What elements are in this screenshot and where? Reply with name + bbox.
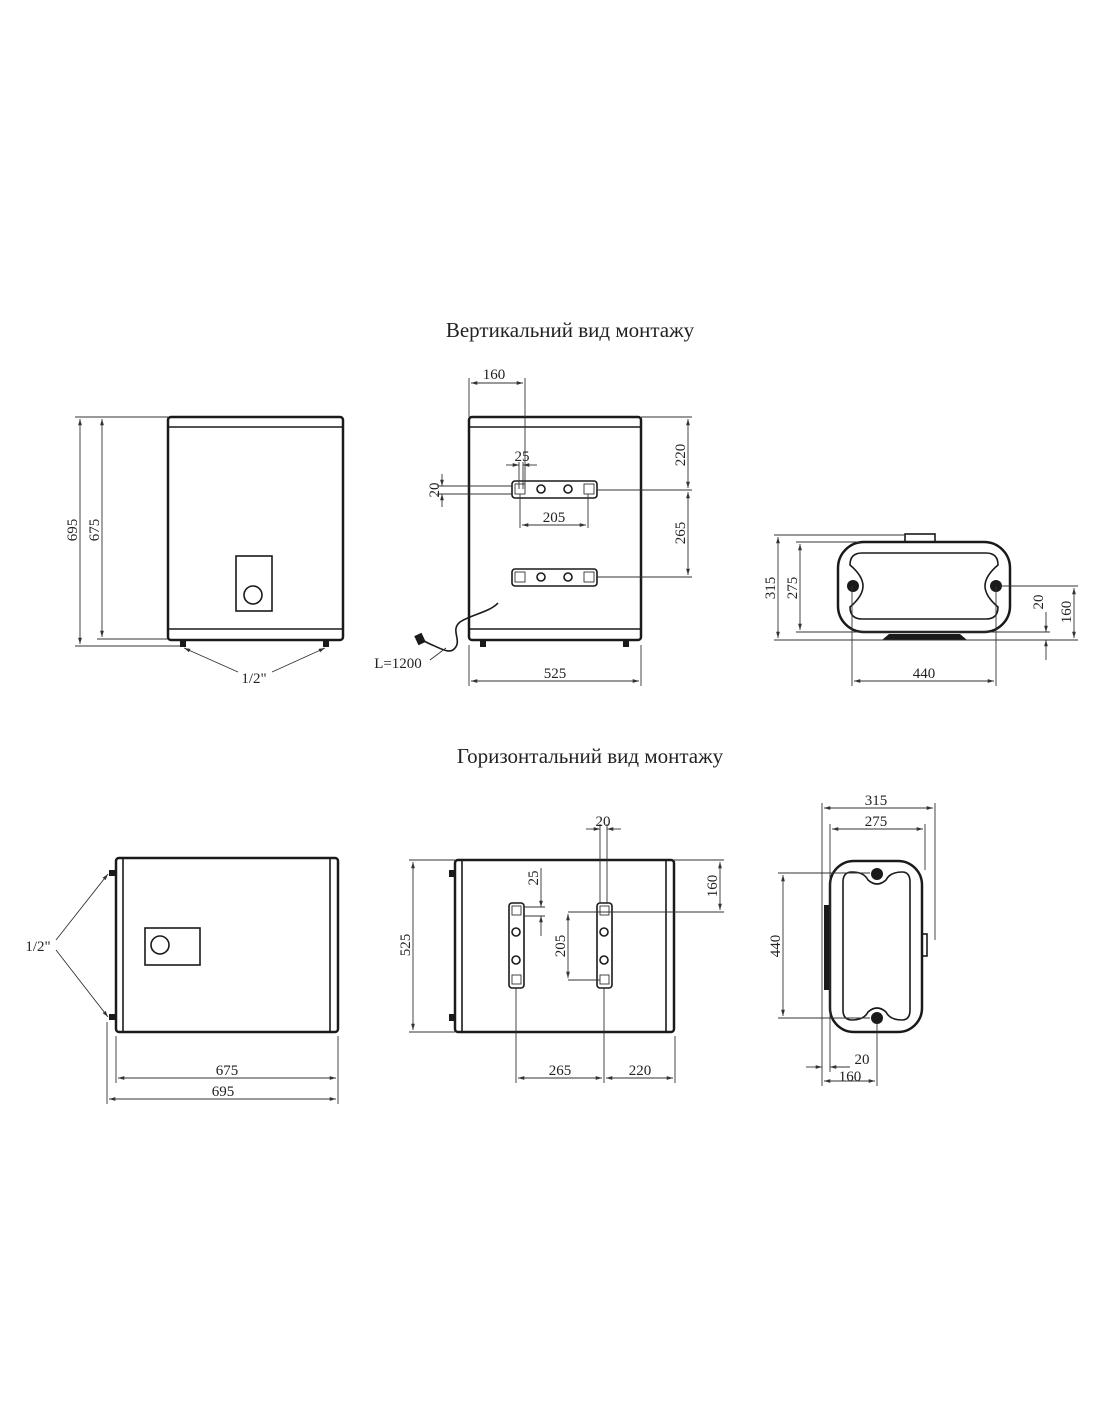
dim-315: 315 xyxy=(865,793,888,809)
dim-265: 265 xyxy=(673,522,689,545)
dim-675: 675 xyxy=(87,519,103,542)
dim-315: 315 xyxy=(763,577,779,600)
dim-20: 20 xyxy=(427,483,443,498)
dim-695: 695 xyxy=(212,1084,235,1100)
plug-icon xyxy=(414,632,426,646)
cable-length-label: L=1200 xyxy=(374,656,422,672)
horizontal-back-view: 20 525 160 25 205 265 220 xyxy=(398,814,724,1083)
dim-160: 160 xyxy=(705,875,721,898)
dim-525: 525 xyxy=(398,934,414,957)
control-panel xyxy=(235,555,273,612)
dim-160: 160 xyxy=(1059,601,1075,624)
mount-hole-icon xyxy=(847,580,859,592)
vertical-front-view: 695 675 1/2" xyxy=(65,415,345,687)
dim-525: 525 xyxy=(544,666,567,682)
dim-205: 205 xyxy=(553,935,569,958)
title-horizontal: Горизонтальний вид монтажу xyxy=(457,744,724,768)
mount-hole-icon xyxy=(871,1012,883,1024)
dim-20: 20 xyxy=(1031,595,1047,610)
dim-440: 440 xyxy=(768,935,784,958)
vertical-top-view: 315 275 440 20 160 xyxy=(763,533,1078,686)
vertical-back-view: L=1200 160 25 20 205 220 265 525 xyxy=(374,367,692,686)
dim-275: 275 xyxy=(865,814,888,830)
title-vertical: Вертикальний вид монтажу xyxy=(446,318,695,342)
dim-265: 265 xyxy=(549,1063,572,1079)
bracket-right xyxy=(596,902,613,989)
thermostat-knob-icon xyxy=(150,935,170,955)
thermostat-knob-icon xyxy=(243,585,263,605)
dim-25: 25 xyxy=(526,871,542,886)
bracket-left xyxy=(508,902,525,989)
dim-20: 20 xyxy=(596,814,611,830)
dim-220: 220 xyxy=(673,444,689,467)
thread-label: 1/2" xyxy=(241,671,266,687)
power-cable xyxy=(421,602,499,652)
thread-label: 1/2" xyxy=(25,939,50,955)
dim-220: 220 xyxy=(629,1063,652,1079)
horizontal-side-view: 315 275 440 20 160 xyxy=(768,793,936,1086)
dim-275: 275 xyxy=(785,577,801,600)
mount-hole-icon xyxy=(871,868,883,880)
dim-160: 160 xyxy=(839,1069,862,1085)
dim-675: 675 xyxy=(216,1063,239,1079)
control-panel xyxy=(144,927,201,966)
dim-20: 20 xyxy=(855,1052,870,1068)
bracket-bottom xyxy=(511,568,598,587)
dim-695: 695 xyxy=(65,519,81,542)
dim-205: 205 xyxy=(543,510,566,526)
dim-25: 25 xyxy=(515,449,530,465)
dim-160: 160 xyxy=(483,367,506,383)
horizontal-front-view: 1/2" 675 695 xyxy=(25,856,340,1104)
dim-440: 440 xyxy=(913,666,936,682)
